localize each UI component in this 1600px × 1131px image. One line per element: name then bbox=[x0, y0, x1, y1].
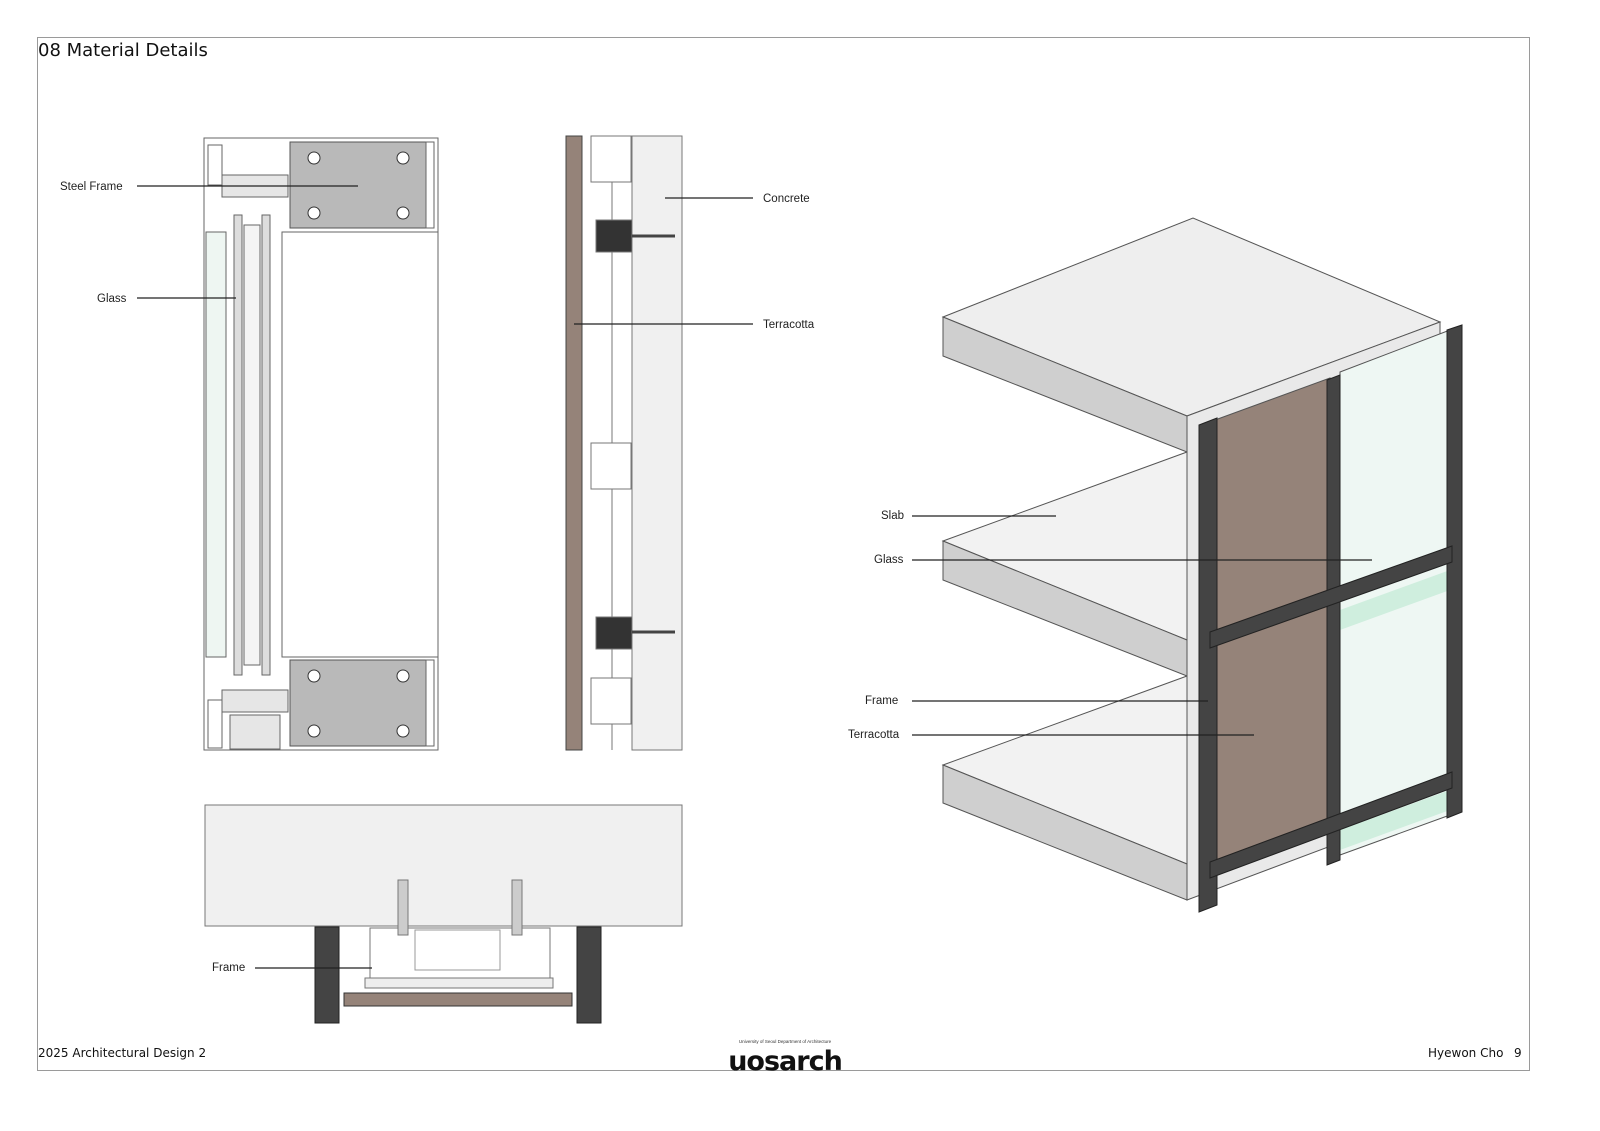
label-terracotta: Terracotta bbox=[763, 319, 815, 331]
label-slab: Slab bbox=[881, 510, 904, 522]
window-leader-lines bbox=[137, 185, 358, 299]
label-glass: Glass bbox=[97, 293, 127, 305]
isometric-leader-lines bbox=[912, 515, 1372, 736]
label-iso-terracotta: Terracotta bbox=[848, 729, 900, 741]
wall-leader-lines bbox=[574, 197, 753, 325]
label-iso-frame: Frame bbox=[865, 695, 898, 707]
page-border bbox=[37, 37, 1530, 1071]
plan-section-drawing bbox=[204, 804, 683, 1024]
window-section-drawing bbox=[203, 137, 439, 751]
label-steel-frame: Steel Frame bbox=[60, 181, 123, 193]
label-concrete: Concrete bbox=[763, 193, 810, 205]
logo-text: uosarch bbox=[728, 1046, 843, 1077]
isometric-drawing bbox=[941, 217, 1463, 913]
page-title: 08 Material Details bbox=[38, 40, 208, 61]
footer-course: 2025 Architectural Design 2 bbox=[38, 1046, 207, 1060]
page-number: 9 bbox=[1514, 1046, 1522, 1060]
wall-section-drawing bbox=[565, 135, 683, 751]
frame-members bbox=[1198, 324, 1463, 913]
footer-author: Hyewon Cho bbox=[1428, 1046, 1504, 1060]
uosarch-logo: University of Seoul Department of Archit… bbox=[706, 1038, 864, 1077]
label-iso-glass: Glass bbox=[874, 554, 904, 566]
label-plan-frame: Frame bbox=[212, 962, 245, 974]
logo-subtitle: University of Seoul Department of Archit… bbox=[738, 1039, 832, 1044]
screw-icons bbox=[307, 151, 410, 738]
